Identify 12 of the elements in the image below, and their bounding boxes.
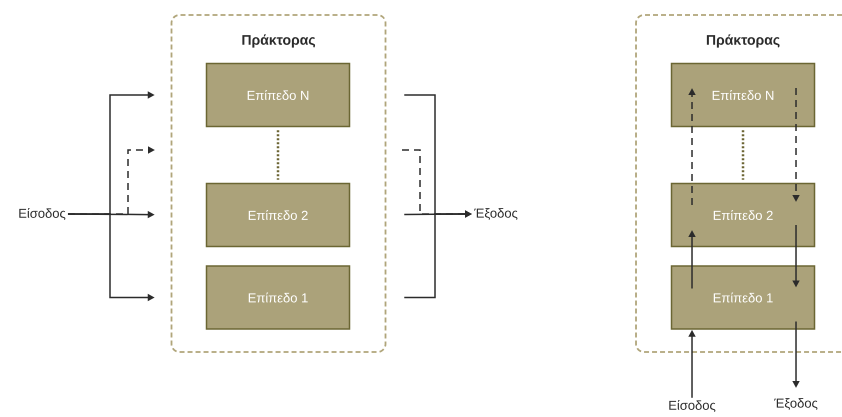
io-label: Είσοδος [19, 208, 66, 220]
level-box: Επίπεδο 2 [206, 182, 350, 248]
level-box: Επίπεδο N [670, 62, 816, 128]
io-label: Είσοδος [669, 400, 716, 412]
dotted-line [742, 130, 744, 180]
io-label: Έξοδος [774, 398, 818, 410]
level-box: Επίπεδο N [206, 62, 350, 128]
io-label: Έξοδος [474, 208, 518, 220]
level-box: Επίπεδο 1 [206, 265, 350, 330]
dotted-line [276, 130, 280, 180]
level-box: Επίπεδο 1 [670, 265, 816, 330]
level-box: Επίπεδο 2 [670, 182, 816, 248]
